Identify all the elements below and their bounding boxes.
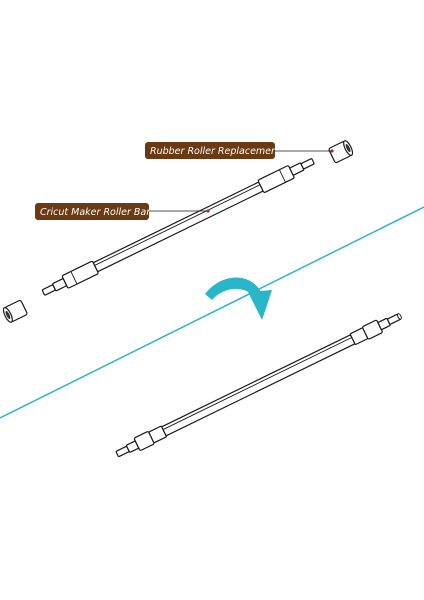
callout-rubber-roller-background bbox=[145, 142, 275, 159]
divider-line bbox=[0, 206, 424, 419]
roller-bar-before bbox=[41, 158, 315, 296]
roller-bar-after bbox=[115, 313, 402, 458]
callout-rubber-roller-dot bbox=[330, 149, 334, 153]
rubber-roller-piece-left bbox=[2, 299, 28, 323]
callout-roller-bar: Cricut Maker Roller Bar bbox=[35, 203, 210, 220]
callout-roller-bar-background bbox=[35, 203, 149, 220]
rubber-roller-piece-right bbox=[328, 140, 354, 164]
curved-arrow-icon bbox=[205, 277, 272, 320]
callout-rubber-roller-label: Rubber Roller Replacement bbox=[150, 146, 282, 157]
callout-roller-bar-label: Cricut Maker Roller Bar bbox=[40, 207, 151, 218]
callout-roller-bar-dot bbox=[206, 209, 210, 213]
callout-rubber-roller: Rubber Roller Replacement bbox=[145, 142, 334, 159]
